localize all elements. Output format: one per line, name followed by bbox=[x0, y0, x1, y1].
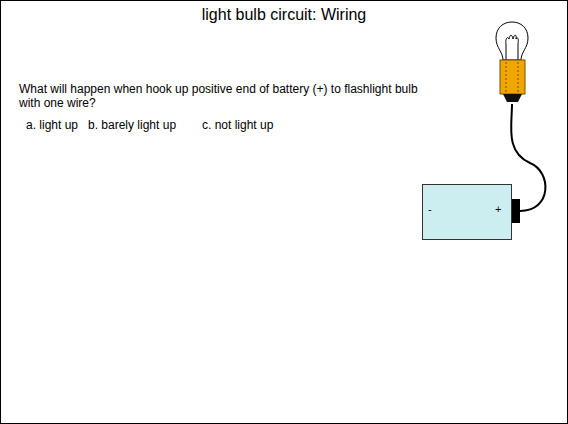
wire bbox=[511, 104, 545, 211]
answer-option: a. light up bbox=[26, 118, 78, 132]
answer-option: b. barely light up bbox=[88, 118, 176, 132]
slide-title: light bulb circuit: Wiring bbox=[0, 6, 568, 24]
bulb-base-lines bbox=[506, 62, 518, 92]
terminal-sign: - bbox=[428, 203, 432, 215]
question-text: What will happen when hook up positive e… bbox=[19, 82, 419, 110]
bulb-contact bbox=[503, 94, 522, 102]
bulb-glass bbox=[496, 22, 528, 60]
battery-terminal bbox=[512, 199, 520, 223]
bulb-base bbox=[500, 60, 525, 94]
answer-option: c. not light up bbox=[202, 118, 273, 132]
bulb-filament bbox=[506, 35, 518, 60]
battery: -+ bbox=[422, 184, 512, 240]
terminal-sign: + bbox=[495, 203, 501, 215]
